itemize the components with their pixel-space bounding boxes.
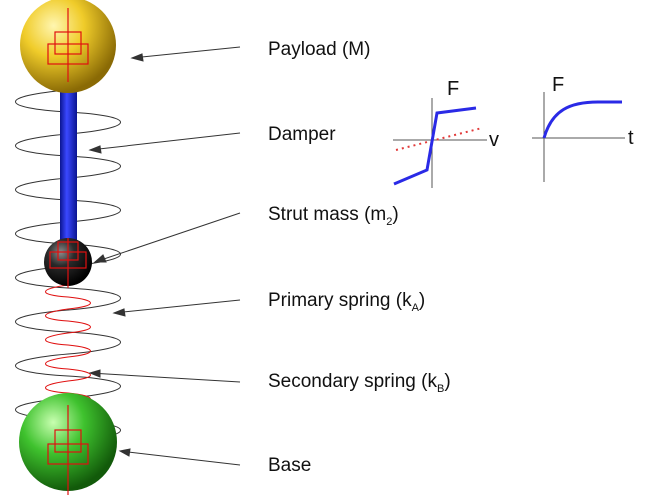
fv-v-label: v bbox=[489, 129, 499, 151]
damper-rod bbox=[60, 82, 77, 262]
payload-frame-icon bbox=[47, 8, 89, 82]
secondary-leader bbox=[89, 372, 241, 383]
base-label: Base bbox=[268, 455, 312, 476]
force-time-graph bbox=[532, 92, 625, 182]
ft-f-label: F bbox=[552, 74, 565, 96]
primary-leader bbox=[113, 299, 241, 314]
damper-force-velocity-graph bbox=[393, 98, 487, 188]
fv-curve bbox=[393, 106, 477, 186]
primary-spring-label: Primary spring (kA) bbox=[268, 290, 426, 314]
base-frame-icon bbox=[47, 405, 89, 495]
payload-label: Payload (M) bbox=[268, 39, 371, 60]
ft-t-label: t bbox=[628, 127, 634, 149]
strut-leader bbox=[94, 212, 241, 263]
fv-f-label: F bbox=[447, 78, 460, 100]
damper-leader bbox=[89, 132, 241, 151]
strut-mass-label: Strut mass (m2) bbox=[268, 204, 399, 228]
strut-frame-icon bbox=[49, 238, 87, 288]
damper-label: Damper bbox=[268, 124, 336, 145]
base-leader bbox=[119, 450, 241, 466]
secondary-spring-label: Secondary spring (kB) bbox=[268, 371, 451, 395]
fv-dotted-line bbox=[395, 127, 483, 151]
leader-lines bbox=[88, 46, 241, 466]
ft-curve bbox=[542, 100, 622, 139]
payload-leader bbox=[131, 46, 241, 59]
